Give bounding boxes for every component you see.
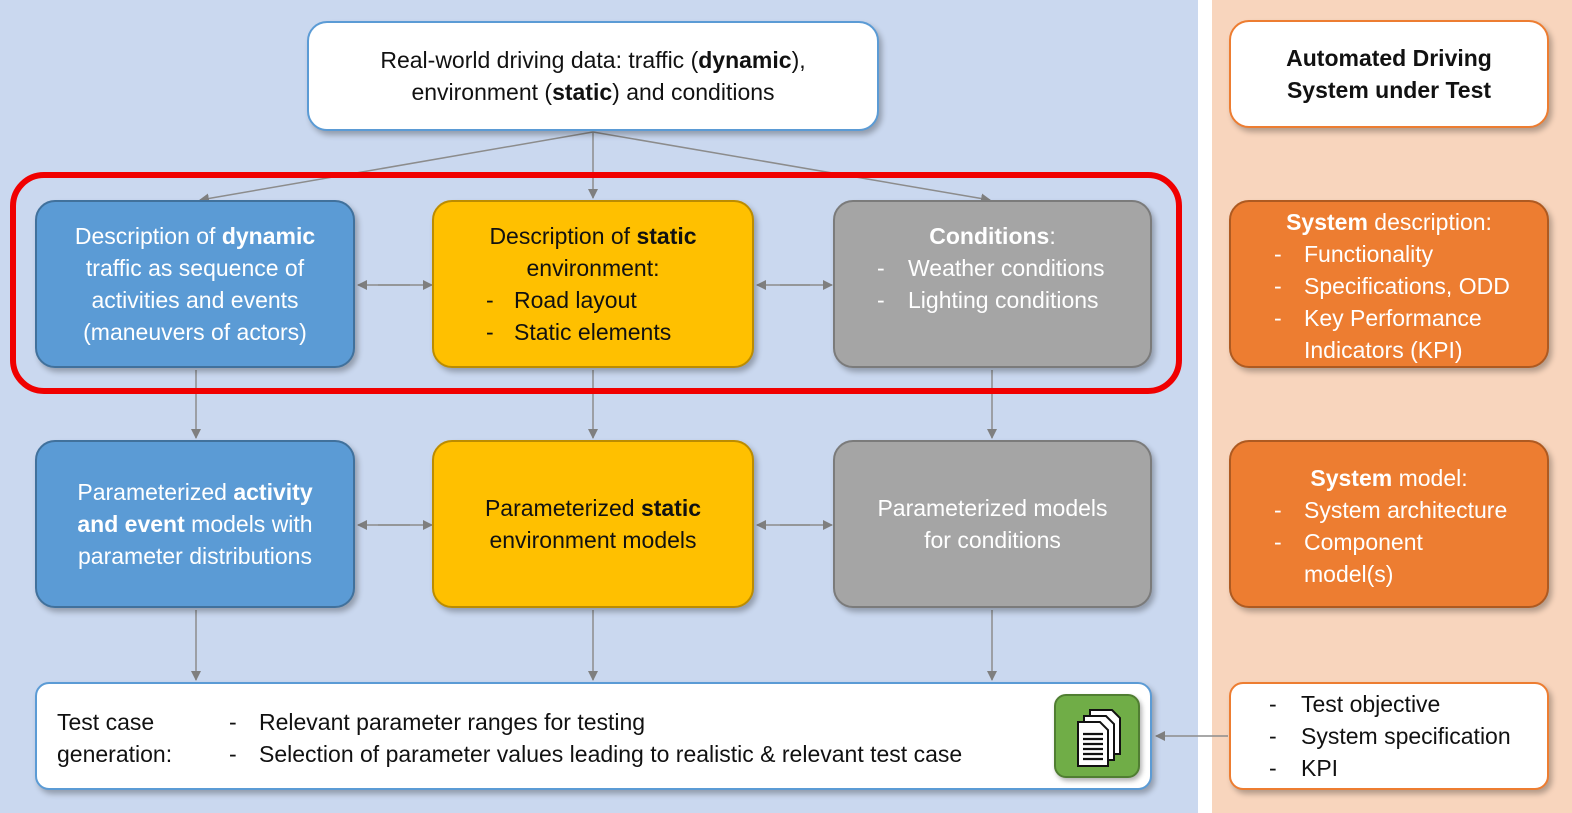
system-description-item: -Specifications, ODD: [1274, 273, 1510, 299]
param-activity-line2: and event models with: [77, 511, 313, 537]
conditions-item: -Weather conditions: [877, 255, 1105, 281]
system-description-item: -Functionality: [1274, 241, 1434, 267]
param-conditions-line1: Parameterized models: [877, 495, 1108, 521]
system-model-item: model(s): [1304, 561, 1394, 587]
static-item: -Road layout: [486, 287, 637, 313]
ads-title-box: Automated Driving System under Test: [1229, 20, 1549, 128]
test-input-item: -System specification: [1269, 723, 1511, 749]
right-panel-background: [1212, 0, 1572, 813]
static-title: Description of static: [489, 223, 697, 249]
test-inputs-box: -Test objective -System specification -K…: [1229, 682, 1549, 790]
conditions-description-box: Conditions: -Weather conditions -Lightin…: [833, 200, 1152, 368]
test-case-label: Test case generation:: [57, 706, 172, 770]
ads-line1: Automated Driving: [1286, 45, 1492, 71]
test-case-label-line2: generation:: [57, 741, 173, 767]
param-activity-line3: parameter distributions: [78, 543, 312, 569]
system-description-title: System description:: [1286, 209, 1492, 235]
real-world-line2: environment (static) and conditions: [411, 79, 775, 105]
param-conditions-line2: for conditions: [924, 527, 1061, 553]
real-world-line1: Real-world driving data: traffic (dynami…: [380, 47, 806, 73]
system-model-box: System model: -System architecture -Comp…: [1229, 440, 1549, 608]
conditions-item: -Lighting conditions: [877, 287, 1099, 313]
test-case-label-line1: Test case: [57, 709, 155, 735]
test-case-items: -Relevant parameter ranges for testing -…: [229, 706, 962, 770]
test-case-item: -Relevant parameter ranges for testing: [229, 709, 646, 735]
test-input-item: -KPI: [1269, 755, 1339, 781]
static-description-box: Description of static environment: -Road…: [432, 200, 754, 368]
conditions-title: Conditions:: [929, 223, 1056, 249]
dynamic-line4: (maneuvers of actors): [83, 319, 307, 345]
system-model-item: -System architecture: [1274, 497, 1508, 523]
documents-icon[interactable]: [1054, 694, 1140, 778]
ads-line2: System under Test: [1286, 77, 1492, 103]
param-static-line1: Parameterized static: [484, 495, 702, 521]
dynamic-line1: Description of dynamic: [74, 223, 316, 249]
param-static-line2: environment models: [489, 527, 697, 553]
highlight-frame: [10, 172, 1182, 394]
documents-icon-graphic: [1077, 709, 1121, 767]
param-conditions-box: Parameterized models for conditions: [833, 440, 1152, 608]
dynamic-line2: traffic as sequence of: [85, 255, 305, 281]
test-input-item: -Test objective: [1269, 691, 1441, 717]
real-world-data-box: Real-world driving data: traffic (dynami…: [307, 21, 879, 131]
dynamic-line3: activities and events: [91, 287, 299, 313]
system-description-box: System description: -Functionality -Spec…: [1229, 200, 1549, 368]
test-case-box: Test case generation: -Relevant paramete…: [35, 682, 1152, 790]
system-model-title: System model:: [1310, 465, 1468, 491]
static-item: -Static elements: [486, 319, 672, 345]
param-activity-line1: Parameterized activity: [77, 479, 313, 505]
system-model-item: -Component: [1274, 529, 1423, 555]
dynamic-description-box: Description of dynamic traffic as sequen…: [35, 200, 355, 368]
test-case-item: -Selection of parameter values leading t…: [229, 741, 963, 767]
system-description-item: Indicators (KPI): [1304, 337, 1463, 363]
param-activity-box: Parameterized activity and event models …: [35, 440, 355, 608]
static-subtitle: environment:: [526, 255, 660, 281]
param-static-box: Parameterized static environment models: [432, 440, 754, 608]
system-description-item: -Key Performance: [1274, 305, 1482, 331]
